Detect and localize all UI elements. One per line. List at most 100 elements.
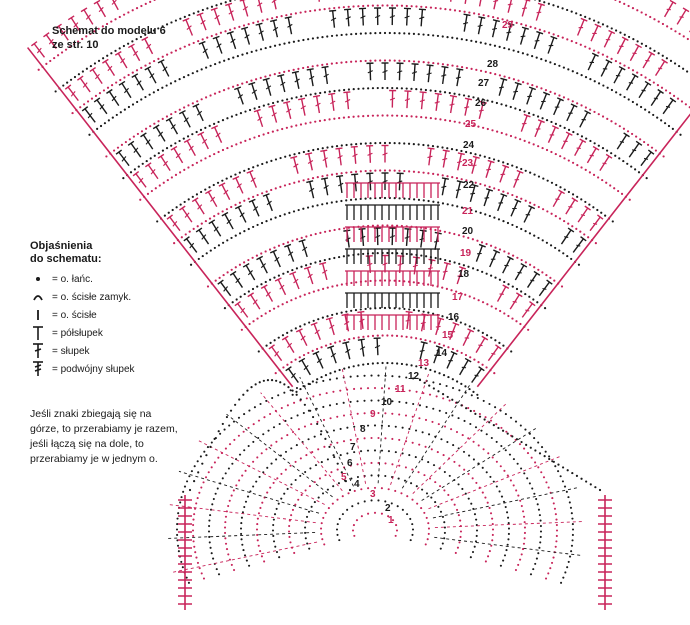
chain-stitch — [549, 90, 552, 93]
chain-stitch — [648, 78, 651, 82]
chain-stitch — [567, 560, 570, 563]
chain-stitch — [413, 198, 416, 201]
chain-stitch — [493, 187, 496, 190]
chain-stitch — [119, 111, 122, 114]
chain-stitch — [384, 374, 387, 377]
chain-stitch — [212, 183, 215, 187]
chain-stitch — [238, 263, 242, 266]
chain-stitch — [439, 485, 442, 488]
stitch-top — [580, 236, 587, 242]
chain-stitch — [256, 164, 259, 167]
stitch-top — [528, 204, 536, 210]
chain-stitch — [267, 131, 270, 135]
chain-stitch — [481, 98, 484, 101]
chain-stitch — [257, 350, 260, 353]
chain-stitch — [398, 307, 401, 310]
chain-stitch — [484, 213, 487, 216]
chain-stitch — [176, 539, 179, 542]
chain-stitch — [257, 436, 260, 440]
chain-stitch — [210, 34, 213, 38]
chain-stitch — [333, 117, 336, 120]
stitch-bar — [330, 100, 336, 105]
chain-stitch — [326, 35, 329, 38]
chain-stitch — [477, 329, 480, 332]
stitch-bar — [492, 27, 498, 30]
stitch-top — [64, 84, 72, 90]
stitch-top — [306, 68, 314, 71]
chain-stitch — [594, 242, 597, 245]
chain-stitch — [597, 51, 600, 54]
chain-stitch — [360, 450, 363, 453]
chain-stitch — [554, 215, 557, 218]
chain-stitch — [400, 492, 403, 495]
stitch-top — [343, 91, 351, 94]
chain-stitch — [304, 521, 307, 524]
chain-stitch — [300, 493, 303, 497]
chain-stitch — [427, 61, 430, 64]
chain-stitch — [405, 401, 408, 404]
chain-stitch — [475, 529, 479, 532]
chain-stitch — [294, 297, 297, 300]
chain-stitch — [601, 53, 604, 56]
chain-stitch — [357, 336, 360, 339]
chain-stitch — [395, 87, 399, 90]
chain-stitch — [484, 560, 487, 563]
chain-stitch — [430, 496, 433, 499]
chain-stitch — [388, 169, 391, 172]
chain-stitch — [451, 387, 455, 390]
chain-stitch — [148, 31, 151, 34]
chain-stitch — [345, 61, 348, 64]
stitch-bar — [247, 270, 253, 276]
chain-stitch — [561, 36, 564, 39]
chain-stitch — [494, 406, 497, 409]
chain-stitch — [500, 131, 503, 135]
chain-stitch — [274, 216, 277, 219]
chain-stitch — [149, 125, 152, 128]
chain-stitch — [576, 133, 579, 136]
chain-stitch — [213, 437, 216, 440]
chain-stitch — [394, 489, 397, 492]
chain-stitch — [479, 154, 482, 157]
stitch-bar — [303, 364, 309, 371]
stitch-top — [528, 86, 536, 91]
chain-stitch — [418, 404, 422, 407]
chain-stitch — [225, 415, 229, 419]
chain-stitch — [320, 375, 323, 379]
chain-stitch — [395, 524, 398, 527]
chain-stitch — [311, 380, 314, 383]
chain-stitch — [56, 54, 60, 57]
chain-stitch — [191, 529, 195, 532]
chain-stitch — [507, 522, 510, 525]
chain-stitch — [511, 164, 514, 167]
stitch-top — [118, 80, 126, 86]
chain-stitch — [450, 148, 454, 151]
chain-stitch — [482, 399, 485, 402]
chain-stitch — [490, 336, 493, 339]
chain-stitch — [453, 460, 456, 463]
chain-stitch — [473, 409, 476, 412]
chain-stitch — [338, 517, 341, 520]
chain-stitch — [488, 550, 491, 553]
chain-stitch — [597, 21, 600, 24]
chain-stitch — [539, 530, 543, 533]
chain-stitch — [176, 523, 179, 526]
stitch-bar — [360, 15, 366, 19]
chain-stitch — [460, 351, 463, 355]
chain-stitch — [329, 342, 332, 346]
chain-stitch — [427, 172, 430, 175]
chain-stitch — [230, 145, 233, 148]
chain-stitch — [575, 474, 579, 477]
chain-stitch — [359, 32, 362, 35]
chain-stitch — [376, 224, 379, 227]
chain-stitch — [470, 208, 473, 212]
chain-stitch — [441, 35, 444, 38]
chain-stitch — [538, 0, 541, 2]
chain-stitch — [684, 103, 687, 106]
stitch-top — [584, 109, 592, 115]
chain-stitch — [329, 372, 332, 375]
stitch-top — [351, 173, 359, 176]
stitch-bar — [307, 160, 314, 164]
chain-stitch — [580, 135, 584, 138]
chain-stitch — [492, 158, 496, 161]
stitch-bar — [98, 6, 104, 13]
